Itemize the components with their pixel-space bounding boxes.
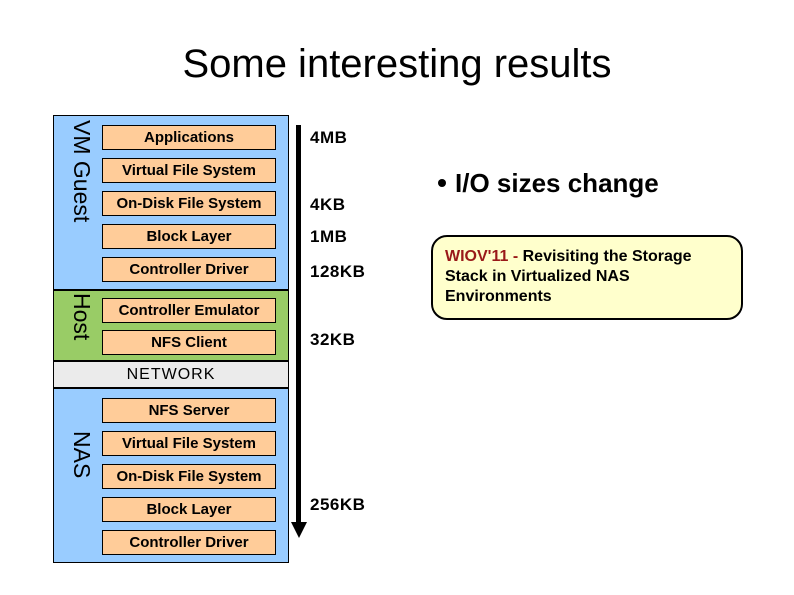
storage-stack-diagram: VM Guest Applications Virtual File Syste… xyxy=(53,115,289,563)
section-vm-guest: VM Guest Applications Virtual File Syste… xyxy=(53,115,289,290)
bullet-io-sizes-change: I/O sizes change xyxy=(438,168,659,198)
section-label-vm-guest: VM Guest xyxy=(69,120,95,223)
layer-virtual-file-system-nas: Virtual File System xyxy=(102,431,276,456)
layer-virtual-file-system: Virtual File System xyxy=(102,158,276,183)
network-bar: NETWORK xyxy=(53,361,289,388)
layer-controller-emulator: Controller Emulator xyxy=(102,298,276,323)
io-size-4kb: 4KB xyxy=(310,195,346,214)
layer-on-disk-file-system-nas: On-Disk File System xyxy=(102,464,276,489)
io-flow-arrow-line xyxy=(296,125,301,523)
note-conference-ref: WIOV'11 - xyxy=(445,248,523,265)
host-layers: Controller Emulator NFS Client xyxy=(102,291,276,355)
vm-guest-layers: Applications Virtual File System On-Disk… xyxy=(102,116,276,282)
section-host: Host Controller Emulator NFS Client xyxy=(53,290,289,361)
layer-nfs-server: NFS Server xyxy=(102,398,276,423)
section-label-host: Host xyxy=(69,293,95,341)
io-size-32kb: 32KB xyxy=(310,330,356,349)
io-size-4mb: 4MB xyxy=(310,128,348,147)
nas-layers: NFS Server Virtual File System On-Disk F… xyxy=(102,389,276,555)
layer-applications: Applications xyxy=(102,125,276,150)
layer-block-layer: Block Layer xyxy=(102,224,276,249)
bullet-icon xyxy=(438,179,446,187)
slide-title: Some interesting results xyxy=(182,42,612,86)
io-size-1mb: 1MB xyxy=(310,227,348,246)
reference-note: WIOV'11 - Revisiting the Storage Stack i… xyxy=(431,235,743,320)
note-paper-title: Revisiting the Storage Stack in Virtuali… xyxy=(445,248,692,305)
section-label-nas: NAS xyxy=(69,431,95,479)
down-arrow-icon xyxy=(291,522,307,538)
section-nas: NAS NFS Server Virtual File System On-Di… xyxy=(53,388,289,563)
layer-block-layer-nas: Block Layer xyxy=(102,497,276,522)
io-size-128kb: 128KB xyxy=(310,262,366,281)
layer-nfs-client: NFS Client xyxy=(102,330,276,355)
layer-controller-driver: Controller Driver xyxy=(102,257,276,282)
layer-on-disk-file-system: On-Disk File System xyxy=(102,191,276,216)
io-size-256kb: 256KB xyxy=(310,495,366,514)
bullet-text: I/O sizes change xyxy=(455,168,659,198)
layer-controller-driver-nas: Controller Driver xyxy=(102,530,276,555)
